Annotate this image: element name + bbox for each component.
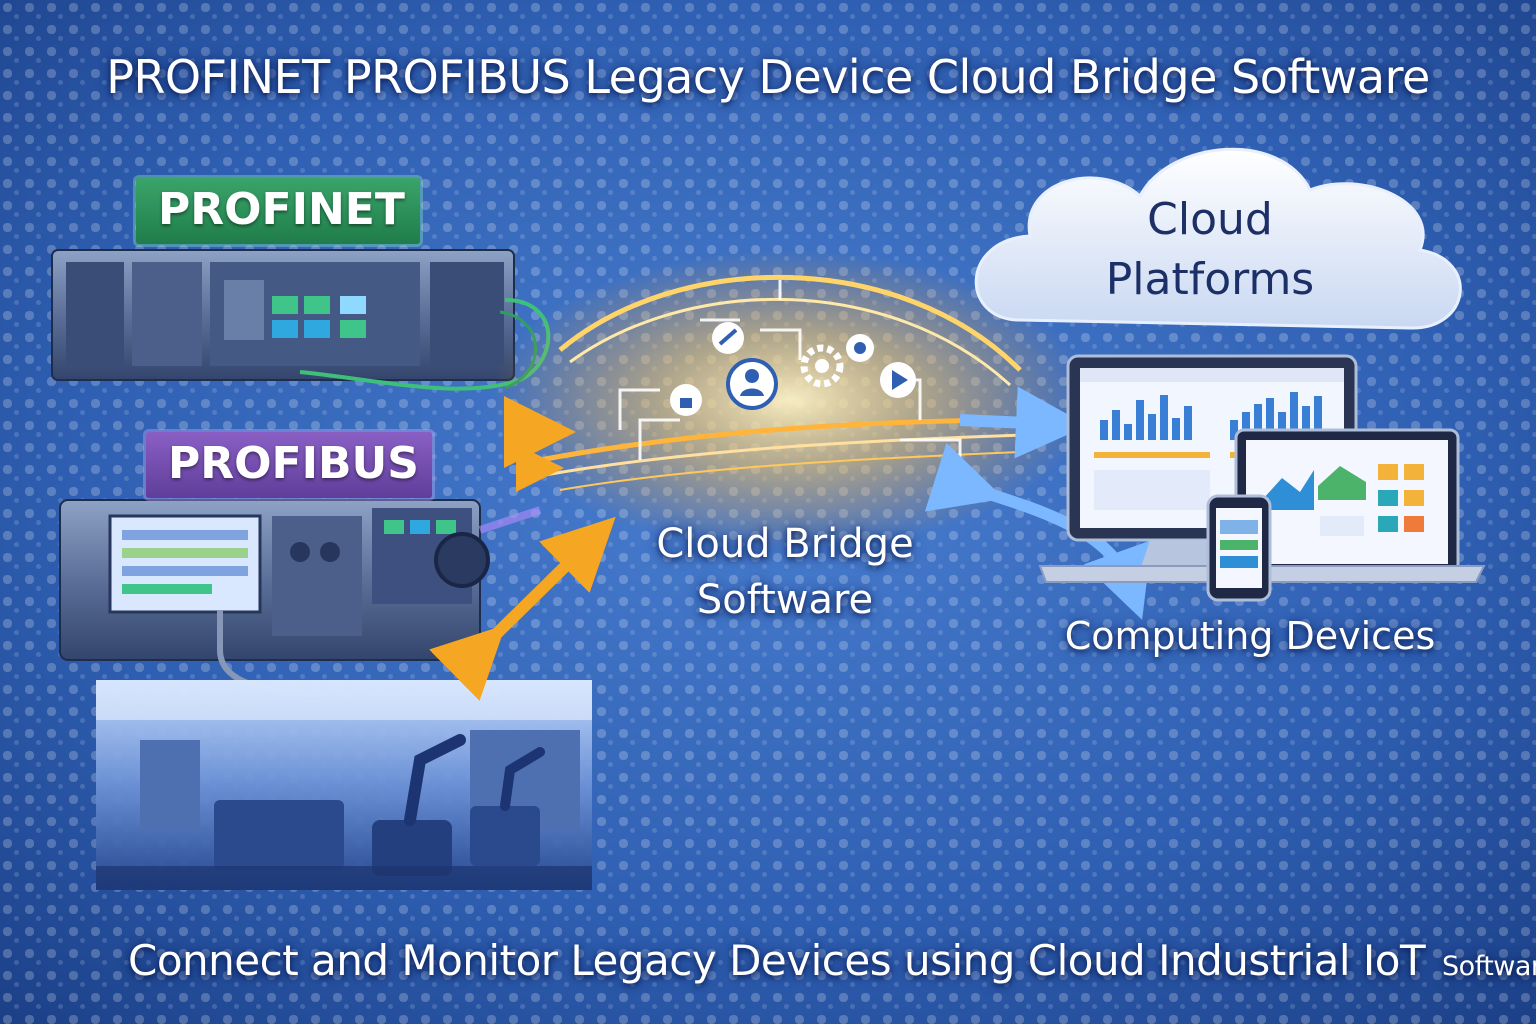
footer-caption: Connect and Monitor Legacy Devices using… [128, 936, 1536, 985]
gear-icon [800, 334, 874, 388]
cloud-label-line2: Platforms [1105, 254, 1315, 305]
profibus-label: PROFIBUS [146, 432, 432, 498]
cloud-shape [974, 147, 1462, 330]
page-title: PROFINET PROFIBUS Legacy Device Cloud Br… [106, 50, 1430, 104]
bridge-label-line2: Software [696, 577, 874, 623]
footer-caption-small: Software [1442, 951, 1536, 982]
smartphone [1206, 494, 1272, 602]
cloud-bridge-software-label: Cloud Bridge Software [620, 516, 950, 628]
computing-devices-label: Computing Devices [1064, 614, 1436, 658]
dashboard-icon [712, 322, 744, 354]
lock-icon [670, 384, 702, 416]
factory-floor-illustration [96, 680, 592, 890]
user-icon [726, 358, 778, 410]
laptop-computer [1038, 428, 1486, 583]
cloud-platforms-label: Cloud Platforms [1040, 190, 1380, 310]
profinet-label: PROFINET [136, 178, 420, 244]
bridge-label-line1: Cloud Bridge [656, 521, 914, 567]
profinet-controller-rack [51, 249, 551, 391]
play-icon [880, 362, 916, 398]
footer-caption-main: Connect and Monitor Legacy Devices using… [128, 936, 1426, 985]
cloud-label-line1: Cloud [1147, 194, 1273, 245]
